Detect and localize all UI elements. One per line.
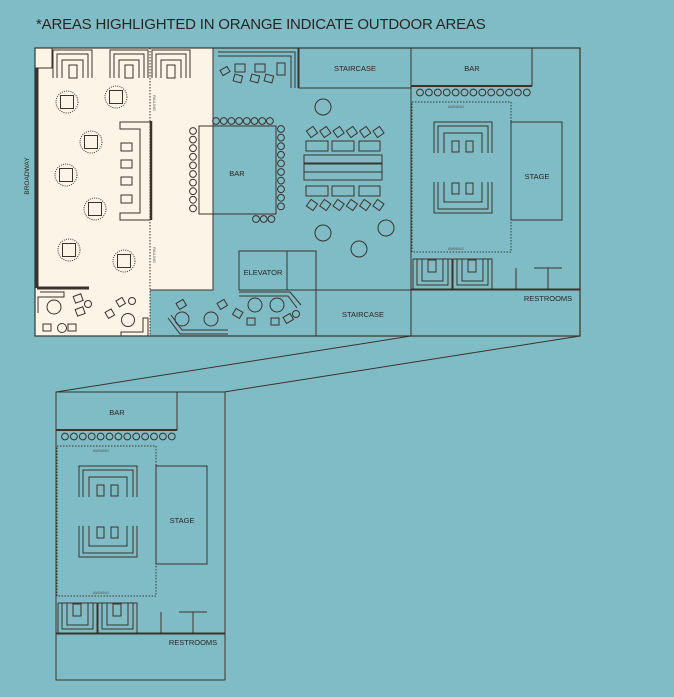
table-umbrella [57, 238, 81, 262]
chair [319, 125, 332, 139]
bar-stool [266, 117, 274, 125]
bar-stool [277, 159, 285, 168]
right-area-inset [55, 391, 226, 681]
awning-outline [411, 101, 512, 253]
bar-stool [227, 117, 236, 125]
chair [305, 198, 319, 212]
bar-stool [189, 127, 197, 135]
communal-tables [303, 140, 383, 197]
railing-label: RAILING [152, 95, 157, 111]
bar-stool [267, 215, 276, 223]
bar-stool [235, 117, 244, 125]
bar-stool [469, 88, 478, 97]
table-umbrella [104, 85, 128, 109]
chair [345, 125, 359, 139]
staircase-bottom-label: STAIRCASE [342, 310, 384, 319]
outdoor-stage-area: RESTROOMS BAR AWNING AWNING STAGE [410, 47, 581, 337]
bar-stool [478, 88, 487, 97]
bar-stool [277, 202, 285, 211]
restrooms-label: RESTROOMS [524, 294, 572, 303]
chair [345, 198, 359, 212]
chair [372, 125, 385, 139]
legend-note: *AREAS HIGHLIGHTED IN ORANGE INDICATE OU… [36, 16, 486, 33]
bar-stool [242, 117, 251, 125]
awning-label: AWNING [448, 104, 464, 109]
bar-stool [250, 117, 259, 125]
stage-label: STAGE [525, 172, 550, 181]
stage [510, 121, 563, 221]
awning-label: AWNING [448, 246, 464, 251]
bar-stool [277, 125, 285, 133]
bar-stool [212, 117, 220, 125]
bar-stool [505, 88, 513, 97]
bar-stool [277, 142, 285, 151]
bar-stool [277, 193, 285, 202]
bar-stool [496, 88, 505, 97]
outdoor-lounge-area [35, 48, 213, 336]
bar-stool [451, 88, 460, 97]
table-umbrella [83, 197, 107, 221]
bar-stools [416, 88, 531, 97]
bar-stool [189, 161, 197, 170]
main-bar-label: BAR [229, 169, 245, 178]
bar-stool [189, 204, 197, 213]
bar-stool [189, 187, 197, 196]
lounge-table [60, 95, 74, 109]
bar-stool [252, 215, 260, 223]
chair [319, 198, 332, 212]
lounge-table [117, 254, 131, 268]
railing-label: RAILING [152, 247, 157, 263]
bar-stool [425, 88, 433, 97]
bar-stool [514, 88, 522, 97]
table-umbrella [112, 249, 136, 273]
chair [332, 125, 345, 139]
bar-stool [189, 170, 197, 178]
lounge-tables [54, 85, 136, 273]
lounge-table [84, 135, 98, 149]
bar-stool [416, 88, 424, 97]
chair [305, 125, 319, 139]
chair [358, 198, 372, 212]
bar-stool [259, 215, 268, 223]
bar-stool [433, 88, 442, 97]
bar-stool [189, 144, 197, 153]
lounge-table [62, 243, 76, 257]
table-umbrella [79, 130, 103, 154]
bar-stool [487, 88, 496, 97]
bar-stool [277, 176, 285, 185]
bar-stool [277, 133, 285, 142]
bar-stool [189, 178, 197, 187]
bar-stool [219, 117, 228, 125]
lounge-table [88, 202, 102, 216]
bar-stool [189, 195, 197, 204]
bar-stool [277, 185, 285, 194]
lounge-table [109, 90, 123, 104]
bar-stool [189, 152, 197, 161]
chair [358, 125, 372, 139]
table-umbrella [54, 163, 78, 187]
main-bar-stools [189, 117, 285, 223]
bar-stool [442, 88, 451, 97]
chair [332, 198, 345, 212]
bar-stool [277, 168, 285, 176]
booths-top [52, 49, 191, 79]
right-bar-label: BAR [464, 64, 480, 73]
lounge-table [59, 168, 73, 182]
bar-stool [522, 88, 531, 97]
bar-stool [460, 88, 469, 97]
table-umbrella [55, 90, 79, 114]
main-bar [198, 125, 277, 215]
bar-stool [189, 135, 197, 144]
chair [372, 198, 385, 212]
elevator-label: ELEVATOR [244, 268, 283, 277]
bar-stool [258, 117, 267, 125]
broadway-label: BROADWAY [24, 157, 31, 195]
staircase-top-label: STAIRCASE [334, 64, 376, 73]
bar-stool [277, 150, 285, 159]
